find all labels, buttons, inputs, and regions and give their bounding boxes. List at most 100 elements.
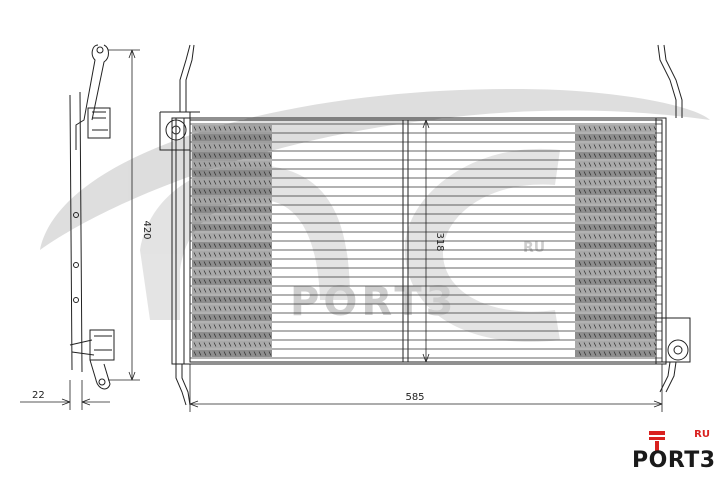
fin-tick [578,180,582,185]
fin-tick [583,342,587,347]
fin-tick [598,234,602,239]
fin-block [192,260,272,267]
fin-tick [578,198,582,203]
fin-tick [263,351,267,356]
fin-tick [258,279,262,284]
fin-tick [643,153,647,158]
fin-tick [203,342,207,347]
fin-tick [578,225,582,230]
fin-tick [228,216,232,221]
fin-tick [258,306,262,311]
fin-tick [228,288,232,293]
fin-tick [648,315,652,320]
fin-tick [633,252,637,257]
fin-tick [213,153,217,158]
fin-tick [238,198,242,203]
fin-tick [258,261,262,266]
fin-tick [638,252,642,257]
fin-tick [603,306,607,311]
fin-tick [248,162,252,167]
fin-tick [603,261,607,266]
fin-tick [593,243,597,248]
fin-tick [653,189,657,194]
fin-tick [593,279,597,284]
fin-tick [258,135,262,140]
left-fitting-inner [171,125,181,135]
fin-tick [198,333,202,338]
fin-tick [193,270,197,275]
fin-tick [238,144,242,149]
fin-tick [583,351,587,356]
fin-tick [233,180,237,185]
fin-tick [228,306,232,311]
fin-tick [623,189,627,194]
fin-tick [578,351,582,356]
fin-tick [233,252,237,257]
fin-tick [618,342,622,347]
fin-tick [588,135,592,140]
fin-tick [253,126,257,131]
fin-tick [583,135,587,140]
fin-tick [268,126,272,131]
watermark-letter-c [404,148,560,342]
fin-tick [598,135,602,140]
fin-tick [198,189,202,194]
fin-tick [218,180,222,185]
fin-tick [263,234,267,239]
fin-tick [233,126,237,131]
fin-tick [623,243,627,248]
fin-tick [248,342,252,347]
fin-tick [268,189,272,194]
fin-tick [633,162,637,167]
fin-tick [198,180,202,185]
fin-tick [263,342,267,347]
fin-tick [638,306,642,311]
fin-tick [258,351,262,356]
fin-tick [603,252,607,257]
fin-tick [608,306,612,311]
fin-tick [243,261,247,266]
fin-tick [253,324,257,329]
fin-tick [218,144,222,149]
fin-tick [208,189,212,194]
fin-tick [598,144,602,149]
fin-tick [223,126,227,131]
fin-tick [623,171,627,176]
fin-tick [653,234,657,239]
fin-tick [268,144,272,149]
fin-tick [223,135,227,140]
fin-tick [263,297,267,302]
fin-tick [613,171,617,176]
fin-tick [263,162,267,167]
fin-tick [203,324,207,329]
fin-tick [653,270,657,275]
fin-tick [238,279,242,284]
fin-tick [268,252,272,257]
fin-tick [613,225,617,230]
fin-tick [608,171,612,176]
fin-tick [193,243,197,248]
fin-tick [253,153,257,158]
fin-tick [258,153,262,158]
fin-tick [598,198,602,203]
fin-tick [593,234,597,239]
fin-tick [628,198,632,203]
fin-tick [258,126,262,131]
fin-block [192,143,272,150]
fin-tick [588,189,592,194]
fin-block [192,251,272,258]
fin-tick [598,252,602,257]
fin-tick [213,144,217,149]
fin-tick [618,225,622,230]
fin-tick [653,279,657,284]
fin-tick [243,243,247,248]
fin-tick [208,333,212,338]
fin-tick [608,243,612,248]
fin-tick [253,243,257,248]
fin-tick [268,243,272,248]
fin-tick [218,324,222,329]
fin-tick [653,315,657,320]
fin-tick [613,333,617,338]
fin-tick [238,270,242,275]
fin-tick [643,207,647,212]
